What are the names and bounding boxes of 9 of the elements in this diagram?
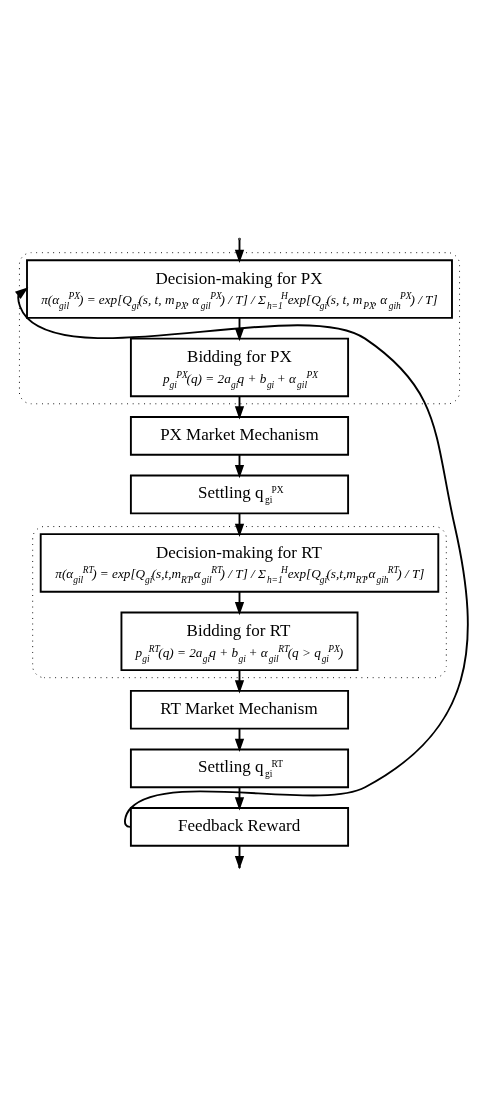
arrow — [15, 287, 469, 828]
node-box: Decision-making for PX π(α$_{gil}$$^{PX}$) = exp[Q$_{gi}$(s, t, m$_{PX}$, α$_{gil}$$^{PX}$) / T] / Σ$_{h=1}$$^{H}$exp[Q$_{gi}$(s, t, m$_{PX}$, α$_{gih}$$^{PX}$) / T] — [26, 259, 453, 319]
node-box: Decision-making for RT π(α$_{gil}$$^{RT}$) = exp[Q$_{gi}$(s,t,m$_{RT}$,α$_{gil}$$^{RT}$) / T] / Σ$_{h=1}$$^{H}$exp[Q$_{gi}$(s,t,m$_{RT}$,α$_{gih}$$^{RT}$) / T] — [39, 533, 440, 593]
node-box: Feedback Reward — [129, 807, 350, 847]
cluster — [32, 526, 447, 679]
node-box: PX Market Mechanism — [129, 416, 350, 456]
node-box: Bidding for RT p$_{gi}$$^{RT}$(q) = 2a$_{gi}$q + b$_{gi}$ + α$_{gil}$$^{RT}$(q > q$_{gi}$$^{PX}$) — [120, 611, 359, 672]
cluster — [19, 252, 460, 405]
node-box: RT Market Mechanism — [129, 689, 350, 730]
